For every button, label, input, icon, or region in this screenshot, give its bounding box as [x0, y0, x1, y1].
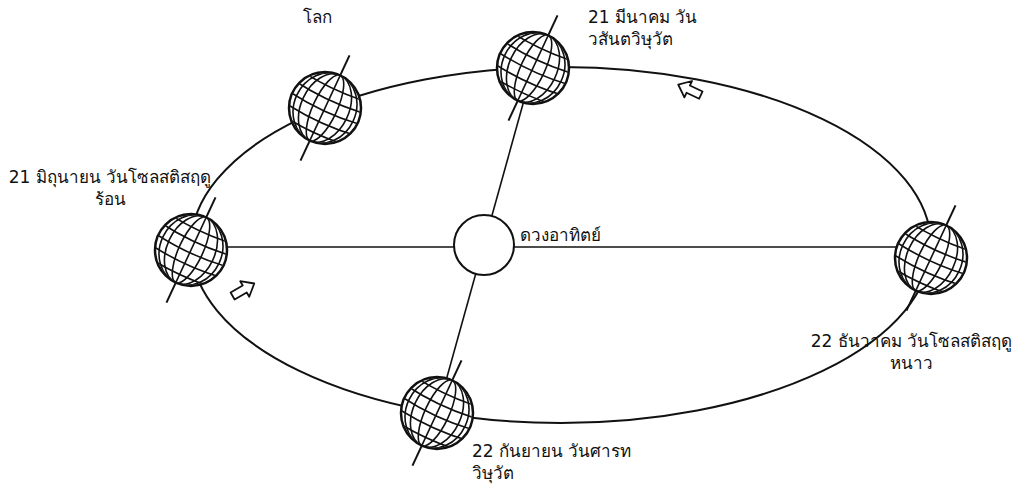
direction-arrow: [674, 76, 704, 103]
date-label: 21 มีนาคม วันวสันตวิษุวัต: [588, 6, 759, 50]
date-label: 22 ธันวาคม วันโซลสติสฤดูหนาว: [801, 330, 1022, 374]
sun-circle: [454, 215, 514, 275]
earth-globe: [272, 55, 378, 161]
earth-globe: [480, 15, 586, 121]
date-label: 21 มิถุนายน วันโซลสติสฤดูร้อน: [5, 166, 215, 210]
direction-arrow: [228, 276, 259, 304]
earth-label: โลก: [303, 6, 332, 28]
earth-globe: [878, 205, 984, 311]
sun-label: ดวงอาทิตย์: [520, 224, 601, 246]
earth-globe: [138, 197, 244, 303]
date-label: 22 กันยายน วันศารทวิษุวัต: [472, 440, 650, 484]
solstice-line: [191, 246, 931, 248]
equinox-line: [437, 68, 533, 413]
